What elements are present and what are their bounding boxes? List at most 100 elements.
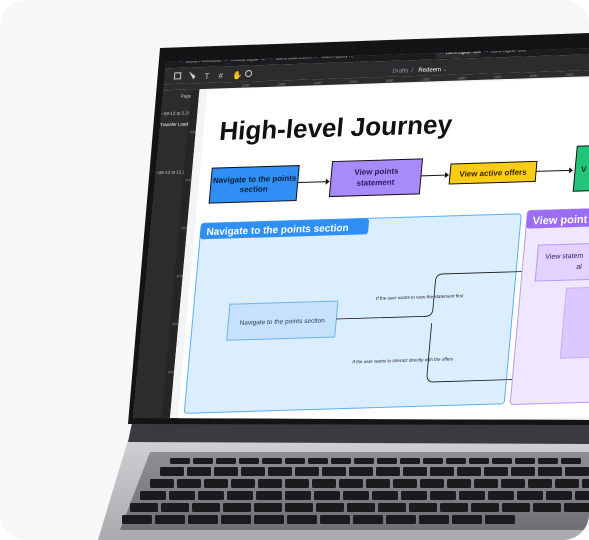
keyboard-key [400, 458, 420, 464]
keyboard-key [160, 467, 184, 476]
keyboard-key [492, 458, 512, 464]
ruler-tick-label: 1200 [241, 83, 249, 87]
keyboard-key [312, 479, 336, 488]
keyboard-key [256, 491, 282, 500]
keyboard-key [221, 515, 251, 524]
pen-tool-icon[interactable] [188, 71, 196, 80]
keyboard-key [187, 467, 211, 476]
ruler-tick-label: 400 [176, 274, 182, 278]
keyboard-key [555, 479, 579, 488]
keyboard-key [216, 458, 236, 464]
keyboard-key [376, 467, 400, 476]
keyboard-key [231, 479, 255, 488]
breadcrumb-separator: / [411, 68, 414, 74]
keyboard-key [295, 467, 319, 476]
tool-icons: T # ✋ [173, 70, 253, 81]
comment-tool-icon[interactable] [245, 70, 253, 78]
keyboard-key [285, 458, 305, 464]
page-title: High-level Journey [218, 109, 454, 146]
keyboard-key [533, 503, 561, 512]
keyboard-key [474, 479, 498, 488]
keyboard-key [262, 458, 282, 464]
sticky-note[interactable] [559, 286, 589, 359]
keyboard-key [430, 491, 456, 500]
keyboard-key [546, 491, 572, 500]
hand-tool-icon[interactable]: ✋ [232, 70, 243, 80]
keyboard-key [239, 458, 259, 464]
node-view-statement-label-2: al [576, 264, 583, 271]
ruler-tick-label: 1500 [349, 80, 357, 84]
keyboard-key [122, 515, 152, 524]
keyboard-keys [122, 458, 589, 524]
keyboard-key [420, 479, 444, 488]
keyboard-key [254, 515, 284, 524]
text-tool-icon[interactable]: T [204, 72, 210, 81]
top-ruler [161, 68, 589, 91]
layer-item[interactable]: ~09-13 at 2.24.1 [161, 110, 195, 116]
keyboard-key [343, 491, 369, 500]
ruler-tick-label: 1800 [457, 76, 465, 80]
keyboard-key [314, 491, 340, 500]
keyboard-key [285, 479, 309, 488]
flow-box-next[interactable] [572, 144, 589, 192]
frame-tool-icon[interactable] [173, 72, 182, 80]
keyboard-key [198, 491, 224, 500]
node-view-statement[interactable] [534, 242, 589, 282]
grid-tool-icon[interactable]: # [218, 71, 224, 80]
page-label[interactable]: Page 1 [181, 93, 196, 98]
ruler-tick-label: 100 [189, 130, 195, 134]
layer-item[interactable]: Transfer Loading [160, 121, 195, 127]
keyboard-key [565, 467, 589, 476]
keyboard-key [258, 479, 282, 488]
ruler-tick-label: 1300 [277, 82, 285, 86]
flow-box-offers-label: View active offers [459, 168, 528, 179]
keyboard-key [331, 458, 351, 464]
keyboard-key [469, 458, 489, 464]
flow-box-statement-label-2: statement [356, 178, 395, 188]
keyboard-key [308, 458, 328, 464]
screen-content: Bonsa PresentationClickUp Digital - CBom… [133, 47, 589, 420]
keyboard-key [155, 515, 185, 524]
flow-box-statement-label-1: View points [354, 167, 400, 177]
keyboard-key [386, 515, 416, 524]
ruler-tick-label: 2100 [565, 73, 573, 77]
keyboard-key [287, 515, 317, 524]
keyboard-key [501, 479, 525, 488]
keyboard-key [459, 491, 485, 500]
ruler-tick-label: 300 [181, 226, 187, 230]
keyboard-key [214, 467, 238, 476]
keyboard-key [430, 467, 454, 476]
keyboard-key [339, 479, 363, 488]
chevron-down-icon[interactable]: ⌄ [442, 67, 448, 73]
keyboard-key [517, 491, 543, 500]
left-ruler [160, 89, 200, 420]
branch-label-bottom: If the user wants to interact directly w… [352, 356, 454, 364]
keyboard-key [192, 503, 220, 512]
ruler-tick-label: 1900 [493, 75, 501, 79]
keyboard-key [484, 467, 508, 476]
layer-item[interactable]: ~09-13 at 12.27.1 [156, 169, 192, 175]
breadcrumb-folder[interactable]: Drafts [392, 68, 409, 75]
keyboard-key [161, 503, 189, 512]
keyboard-key [268, 467, 292, 476]
keyboard-key [377, 458, 397, 464]
keyboard-key [561, 458, 581, 464]
keyboard-key [150, 479, 174, 488]
keyboard-key [488, 491, 514, 500]
keyboard-key [285, 491, 311, 500]
keyboard-key [538, 467, 562, 476]
keyboard-key [423, 458, 443, 464]
keyboard-key [349, 467, 373, 476]
flow-box-next-label: V [581, 165, 588, 174]
keyboard-key [130, 503, 158, 512]
keyboard-key [528, 479, 552, 488]
branch-connector-top [336, 270, 555, 320]
ruler-tick-label: 1600 [385, 79, 393, 83]
section-statement-title: View point [532, 214, 588, 228]
section-navigate-header [200, 218, 370, 240]
keyboard-key [322, 467, 346, 476]
keyboard-key [241, 467, 265, 476]
file-name[interactable]: Redeem [418, 67, 441, 74]
browser-tab-label: Laxmi Digital - Des [491, 47, 527, 53]
